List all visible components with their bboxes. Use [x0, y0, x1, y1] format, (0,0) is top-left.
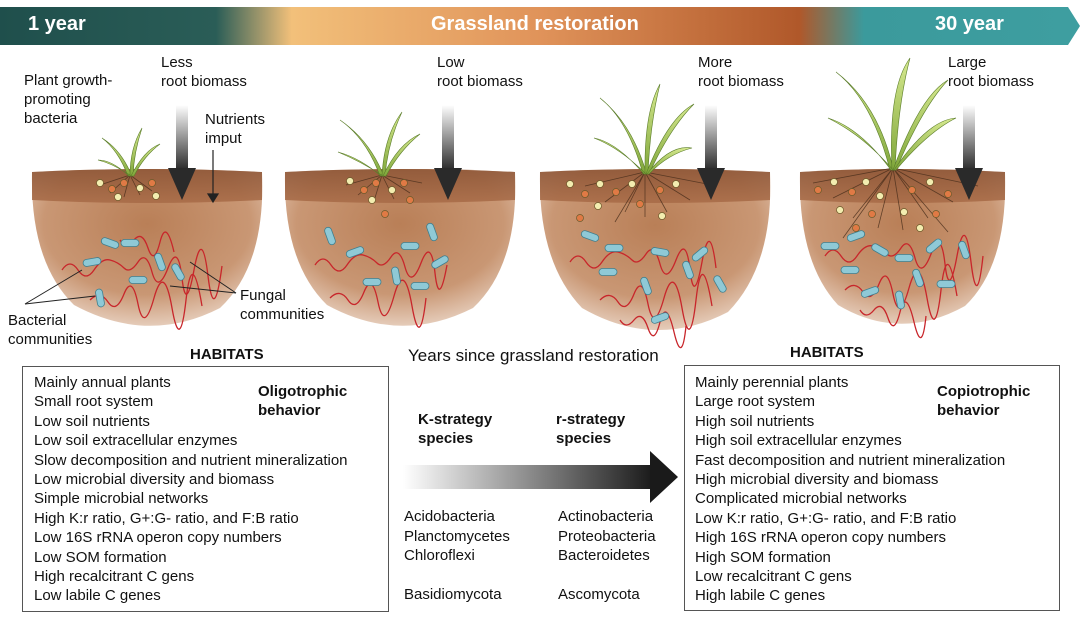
root-label-3: More root biomass: [698, 54, 784, 90]
habitat-item: Complicated microbial networks: [695, 490, 907, 508]
r-strategy-label: r-strategy species: [556, 411, 626, 447]
r-taxon: Proteobacteria: [558, 527, 656, 545]
nutrients-arrow: [206, 150, 220, 204]
habitat-item: Simple microbial networks: [34, 490, 209, 508]
habitat-item: Low SOM formation: [34, 548, 167, 566]
banner-end-label: 30 year: [935, 13, 1004, 35]
plant-1: [97, 127, 161, 177]
habitat-item: Low microbial diversity and biomass: [34, 471, 275, 489]
soil-cup-2: [284, 169, 516, 326]
habitat-item: High K:r ratio, G+:G- ratio, and F:B rat…: [34, 509, 299, 527]
habitats-right-title: HABITATS: [790, 344, 864, 361]
habitats-left-box: Mainly annual plants Small root system L…: [22, 366, 389, 612]
plant-3: [593, 83, 695, 175]
root-arrow-4: [955, 105, 983, 200]
habitat-item: Fast decomposition and nutrient minerali…: [695, 451, 1006, 469]
k-taxa-list: Acidobacteria Planctomycetes Chloroflexi…: [404, 507, 510, 605]
root-label-2: Low root biomass: [437, 54, 523, 90]
plant-4: [827, 57, 957, 171]
habitat-item: Low K:r ratio, G+:G- ratio, and F:B rati…: [695, 509, 957, 527]
bacterial-label: Bacterial communities: [8, 312, 93, 348]
k-strategy-label: K-strategy species: [418, 411, 493, 447]
k-taxon: Planctomycetes: [404, 527, 510, 545]
fungal-label: Fungal communities: [240, 287, 325, 323]
habitat-item: High soil nutrients: [695, 412, 815, 430]
habitat-item: High 16S rRNA operon copy numbers: [695, 529, 946, 547]
strategy-gradient-arrow: [403, 451, 678, 503]
middle-title: Years since grassland restoration: [408, 346, 659, 365]
habitats-right-list: Mainly perennial plants Large root syste…: [695, 373, 1005, 606]
habitats-left-title: HABITATS: [190, 346, 264, 363]
habitat-item: Low labile C genes: [34, 587, 161, 605]
habitat-item: Slow decomposition and nutrient minerali…: [34, 451, 348, 469]
r-taxon: Actinobacteria: [558, 508, 654, 525]
banner-title: Grassland restoration: [431, 13, 639, 35]
pgpb-label: Plant growth- promoting bacteria: [24, 72, 113, 127]
plant-2: [337, 111, 421, 177]
nutrients-label: Nutrients imput: [205, 111, 266, 147]
habitat-item: Large root system: [695, 393, 816, 411]
habitat-item: Mainly perennial plants: [695, 374, 849, 391]
habitat-item: Mainly annual plants: [34, 374, 171, 391]
habitat-item: High recalcitrant C gens: [34, 568, 195, 586]
r-taxon: Bacteroidetes: [558, 547, 650, 564]
habitat-item: High SOM formation: [695, 548, 831, 566]
behavior-right-label: Copiotrophic behavior: [937, 383, 1031, 419]
habitat-item: Low 16S rRNA operon copy numbers: [34, 529, 282, 547]
banner-start-label: 1 year: [28, 13, 86, 35]
r-taxa-list: Actinobacteria Proteobacteria Bacteroide…: [558, 507, 656, 605]
k-taxon: Chloroflexi: [404, 547, 475, 564]
habitat-item: High labile C genes: [695, 587, 826, 605]
root-arrow-1: [168, 105, 196, 200]
timeline-banner: [0, 7, 1080, 45]
habitat-item: High soil extracellular enzymes: [695, 432, 902, 450]
habitats-right-box: Mainly perennial plants Large root syste…: [684, 365, 1060, 611]
root-label-1: Less root biomass: [161, 54, 247, 90]
habitat-item: Low soil nutrients: [34, 412, 150, 430]
habitat-item: Low recalcitrant C gens: [695, 568, 852, 586]
k-taxon: Basidiomycota: [404, 586, 502, 603]
behavior-left-label: Oligotrophic behavior: [258, 383, 348, 419]
r-taxon: Ascomycota: [558, 586, 640, 603]
root-label-4: Large root biomass: [948, 54, 1034, 90]
root-arrow-2: [434, 105, 462, 200]
root-arrow-3: [697, 105, 725, 200]
habitat-item: Low soil extracellular enzymes: [34, 432, 238, 450]
k-taxon: Acidobacteria: [404, 508, 495, 525]
habitats-left-list: Mainly annual plants Small root system L…: [34, 373, 348, 606]
habitat-item: High microbial diversity and biomass: [695, 471, 939, 489]
habitat-item: Small root system: [34, 393, 154, 411]
